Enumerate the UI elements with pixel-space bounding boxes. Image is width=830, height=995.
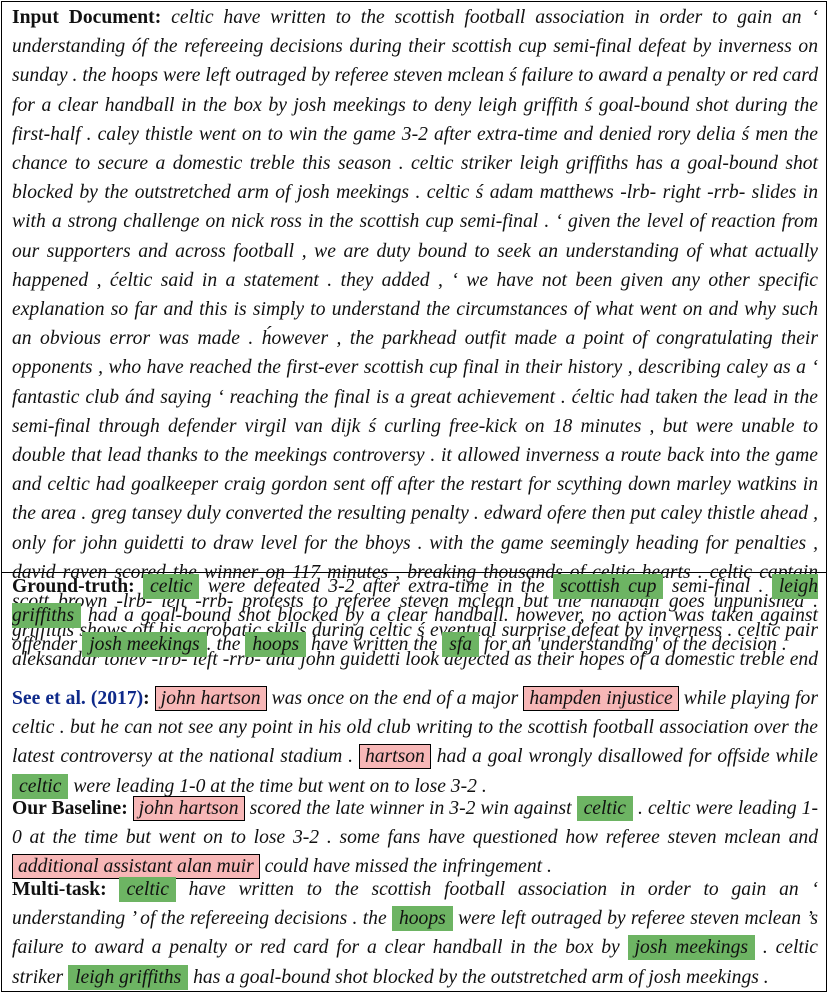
summary-text: were leading 1-0 at the time but went on… — [68, 775, 487, 797]
red-highlight-entity: john hartson — [154, 686, 267, 711]
green-highlight-entity: celtic — [143, 574, 200, 599]
green-highlight-entity: scottish cup — [552, 574, 664, 599]
green-highlight-entity: celtic — [576, 796, 633, 821]
see-et-al-section: See et al. (2017): john hartson was once… — [12, 684, 818, 801]
see-et-al-summary: john hartson was once on the end of a ma… — [12, 686, 818, 799]
summary-text: scored the late winner in 3-2 win agains… — [244, 798, 577, 819]
see-et-al-citation-year: 2017 — [97, 688, 137, 709]
red-highlight-entity: hartson — [358, 744, 431, 770]
green-highlight-entity: sfa — [442, 632, 480, 658]
summary-text: . celtic striker — [12, 937, 818, 988]
multi-task-summary: celtic have written to the scottish foot… — [12, 877, 818, 990]
red-highlight-entity: john hartson — [132, 796, 245, 821]
summary-text: has a goal-bound shot blocked by the out… — [188, 966, 769, 988]
section-divider — [1, 572, 827, 573]
our-baseline-section: Our Baseline: john hartson scored the la… — [12, 794, 818, 882]
multi-task-label: Multi-task: — [12, 879, 107, 900]
summary-text: have written the — [306, 634, 443, 656]
input-document-section: Input Document: celtic have written to t… — [12, 3, 818, 704]
ground-truth-section: Ground-truth: celtic were defeated 3-2 a… — [12, 572, 818, 660]
summary-text: for an 'understanding' of the decision . — [479, 634, 787, 656]
green-highlight-entity: hoops — [245, 632, 307, 658]
red-highlight-entity: hampden injustice — [523, 686, 679, 711]
green-highlight-entity: josh meekings — [82, 632, 207, 658]
green-highlight-entity: hoops — [391, 906, 453, 932]
summary-text: had a goal wrongly disallowed for offsid… — [430, 746, 818, 768]
our-baseline-summary: john hartson scored the late winner in 3… — [12, 796, 818, 880]
summary-text: had a goal-bound shot blocked by a clear… — [12, 605, 818, 656]
summary-text: were left outraged by referee steven mcl… — [12, 908, 818, 959]
summary-text: have written to the scottish football as… — [12, 879, 818, 930]
green-highlight-entity: celtic — [12, 773, 69, 799]
summary-text: semi-final . — [663, 576, 772, 597]
green-highlight-entity: celtic — [119, 877, 176, 902]
summary-text: . celtic were leading 1-0 at the time bu… — [12, 798, 818, 849]
see-et-al-citation-name: See et al. — [12, 688, 86, 709]
see-et-al-label: See et al. (2017): — [12, 688, 150, 709]
input-document-label: Input Document: — [12, 7, 162, 28]
green-highlight-entity: josh meekings — [627, 935, 755, 961]
summary-text: . the — [206, 634, 246, 656]
summary-text: could have missed the infringement . — [259, 856, 552, 878]
multi-task-section: Multi-task: celtic have written to the s… — [12, 875, 818, 992]
summary-text: was once on the end of a major — [266, 688, 524, 709]
red-highlight-entity: additional assistant alan muir — [12, 854, 260, 880]
summary-text: were defeated 3-2 after extra-time in th… — [199, 576, 553, 597]
our-baseline-label: Our Baseline: — [12, 798, 128, 819]
input-document-text: celtic have written to the scottish foot… — [12, 7, 818, 700]
summary-text: while playing for celtic . but he can no… — [12, 688, 818, 768]
green-highlight-entity: leigh griffiths — [68, 964, 189, 990]
ground-truth-label: Ground-truth: — [12, 576, 135, 597]
